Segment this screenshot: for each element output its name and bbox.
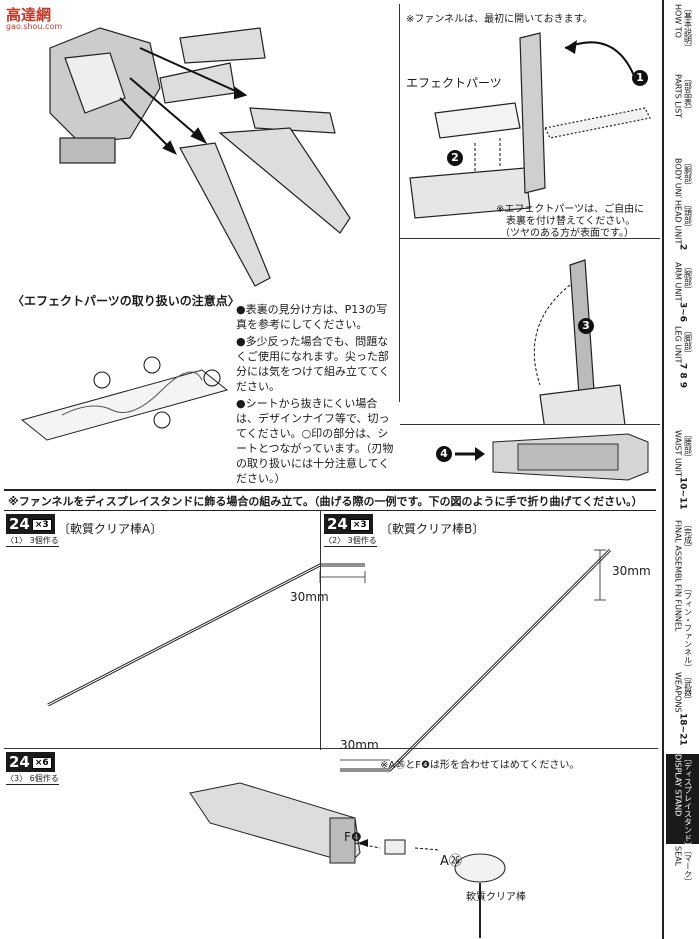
sidebar-tab-display-stand[interactable]: 〔ディスプレイスタンド〕DISPLAY STAND22~24: [666, 754, 699, 844]
sidebar-tab-number: 18~21: [677, 712, 688, 746]
step-24-2-sub: 〈2〉 3個作る: [324, 536, 377, 547]
site-logo: 高達網: [6, 6, 52, 24]
vertical-divider: [399, 4, 400, 402]
sidebar-tab-number: 3~6: [677, 301, 688, 322]
step-24-3-sub: 〈3〉 6個作る: [6, 774, 59, 785]
sidebar-tab-jp-label: 〔フィン・ファンネル〕: [683, 584, 693, 670]
stand-assembly-diagram: [189, 782, 506, 938]
sidebar-tab-jp-label: 〔武器〕: [683, 672, 693, 704]
divider-right-1: [400, 238, 660, 239]
sidebar-tab-en-label: HOW TO: [673, 4, 683, 38]
label-a26: A㉖: [440, 854, 462, 869]
step-24-3-note: ※A㉖とF❹は形を合わせてはめてください。: [380, 760, 580, 771]
effect-section-title: 〈エフェクトパーツの取り扱いの注意点〉: [12, 294, 240, 308]
step-number: 24: [9, 515, 30, 533]
rod-a-dimension: 30mm: [290, 590, 329, 604]
sidebar-tab-parts-list[interactable]: 〔部品表〕PARTS LIST: [666, 74, 699, 156]
sidebar-tab-jp-label: 〔基本説明〕: [683, 4, 693, 52]
label-soft-rod: 軟質クリア棒: [466, 892, 526, 903]
rod-a-diagram: [47, 563, 366, 707]
sidebar-tab-jp-label: 〔頭部〕: [683, 200, 693, 232]
rod-b-title: 〔軟質クリア棒B〕: [380, 522, 485, 536]
sidebar-tab-jp-label: 〔脚部〕: [683, 326, 693, 358]
site-logo-url: gao.shou.com: [6, 22, 63, 31]
step-24-2-badge: 24×3: [324, 514, 373, 534]
rod-b-diagram: [340, 548, 612, 772]
step-multiplier: ×3: [31, 518, 52, 531]
sidebar-tab-how-to[interactable]: 〔基本説明〕HOW TO: [666, 4, 699, 72]
sidebar-tab-jp-label: 〔腰部〕: [683, 430, 693, 462]
effect-note-3: （ツヤのある方が表面です。）: [500, 228, 634, 239]
step-2-marker: 2: [447, 150, 463, 166]
funnel-part-diagram: [492, 433, 649, 481]
sidebar-tab-en-label: LEG UNIT: [673, 326, 683, 364]
effect-sheet-diagram: [20, 356, 229, 441]
sidebar-tab-jp-label: 〔完成〕: [683, 520, 693, 552]
sidebar-tab-final-assemble[interactable]: 〔完成〕FINAL ASSEMBLE12: [666, 520, 699, 582]
sidebar-tab-jp-label: 〔マーク〕: [683, 846, 693, 886]
effect-note-item-1: ●表裏の見分け方は、P13の写真を参考にしてください。: [236, 303, 388, 331]
funnel-open-note: ※ファンネルは、最初に開いておきます。: [406, 14, 593, 25]
sidebar-tab-number: 7 8 9: [677, 363, 688, 389]
step-24-1-sub: 〈1〉 3個作る: [6, 536, 59, 547]
sidebar-tab-en-label: FIN FUNNEL: [673, 584, 683, 632]
sidebar-tab-number: 2: [677, 244, 688, 251]
section-sidebar: 〔基本説明〕HOW TO〔部品表〕PARTS LIST〔胴部〕BODY UNIT…: [662, 0, 699, 939]
rod-a-title: 〔軟質クリア棒A〕: [58, 522, 163, 536]
step-3-marker: 3: [578, 318, 594, 334]
sidebar-tab-seal[interactable]: 〔マーク〕SEAL: [666, 846, 699, 934]
sidebar-tab-jp-label: 〔ディスプレイスタンド〕: [683, 754, 693, 844]
sidebar-tab-fin-funnel[interactable]: 〔フィン・ファンネル〕FIN FUNNEL13~17: [666, 584, 699, 670]
effect-note-2: 表裏を付け替えてください。: [506, 216, 636, 227]
step-24-1-badge: 24×3: [6, 514, 55, 534]
effect-note-item-3: ●シートから抜きにくい場合は、デザインナイフ等で、切ってください。○印の部分は、…: [236, 397, 394, 485]
sidebar-tab-en-label: WAIST UNIT: [673, 430, 683, 477]
sidebar-tab-en-label: SEAL: [673, 846, 683, 867]
sidebar-tab-en-label: ARM UNIT: [673, 262, 683, 302]
effect-note-1: ※エフェクトパーツは、ご自由に: [496, 204, 645, 215]
sidebar-tab-en-label: PARTS LIST: [673, 74, 683, 119]
step-1-marker: 1: [632, 70, 648, 86]
step-4-marker: 4: [436, 446, 452, 462]
sidebar-tab-jp-label: 〔腕部〕: [683, 262, 693, 294]
divider-right-2: [400, 424, 660, 425]
rod-b-dimension-vertical: 30mm: [612, 564, 651, 578]
step-24-3-badge: 24×6: [6, 752, 55, 772]
rod-b-dimension-horizontal: 30mm: [340, 738, 379, 752]
stand-banner: ※ファンネルをディスプレイスタンドに飾る場合の組み立て。（曲げる際の一例です。下…: [4, 489, 656, 511]
sidebar-tab-en-label: DISPLAY STAND: [673, 754, 683, 817]
step-multiplier: ×6: [31, 756, 52, 769]
sidebar-tab-jp-label: 〔胴部〕: [683, 158, 693, 190]
step-4-arrow: [455, 447, 485, 461]
effect-parts-label: エフェクトパーツ: [406, 76, 502, 90]
sidebar-tab-en-label: HEAD UNIT: [673, 200, 683, 245]
sidebar-tab-en-label: WEAPONS: [673, 672, 683, 713]
effect-notes-list: ●表裏の見分け方は、P13の写真を参考にしてください。 ●多少反った場合でも、問…: [236, 302, 396, 488]
step-multiplier: ×3: [349, 518, 370, 531]
sidebar-tab-jp-label: 〔部品表〕: [683, 74, 693, 114]
step-3-diagram: [533, 259, 626, 425]
label-f4: F❹: [344, 830, 362, 844]
stand-banner-text: ※ファンネルをディスプレイスタンドに飾る場合の組み立て。（曲げる際の一例です。下…: [8, 495, 643, 508]
funnel-illustration: [49, 27, 351, 287]
step-number: 24: [327, 515, 348, 533]
sidebar-tab-number: 10~11: [677, 476, 688, 510]
divider-horizontal-3: [4, 748, 658, 749]
effect-note-item-2: ●多少反った場合でも、問題なくご使用になれます。尖った部分には気をつけて組み立て…: [236, 335, 390, 393]
sidebar-tab-en-label: BODY UNIT: [673, 158, 683, 198]
sidebar-tab-en-label: FINAL ASSEMBLE: [673, 520, 683, 582]
effect-parts-diagram: [409, 32, 651, 219]
divider-vertical-2: [320, 510, 321, 750]
step-number: 24: [9, 753, 30, 771]
